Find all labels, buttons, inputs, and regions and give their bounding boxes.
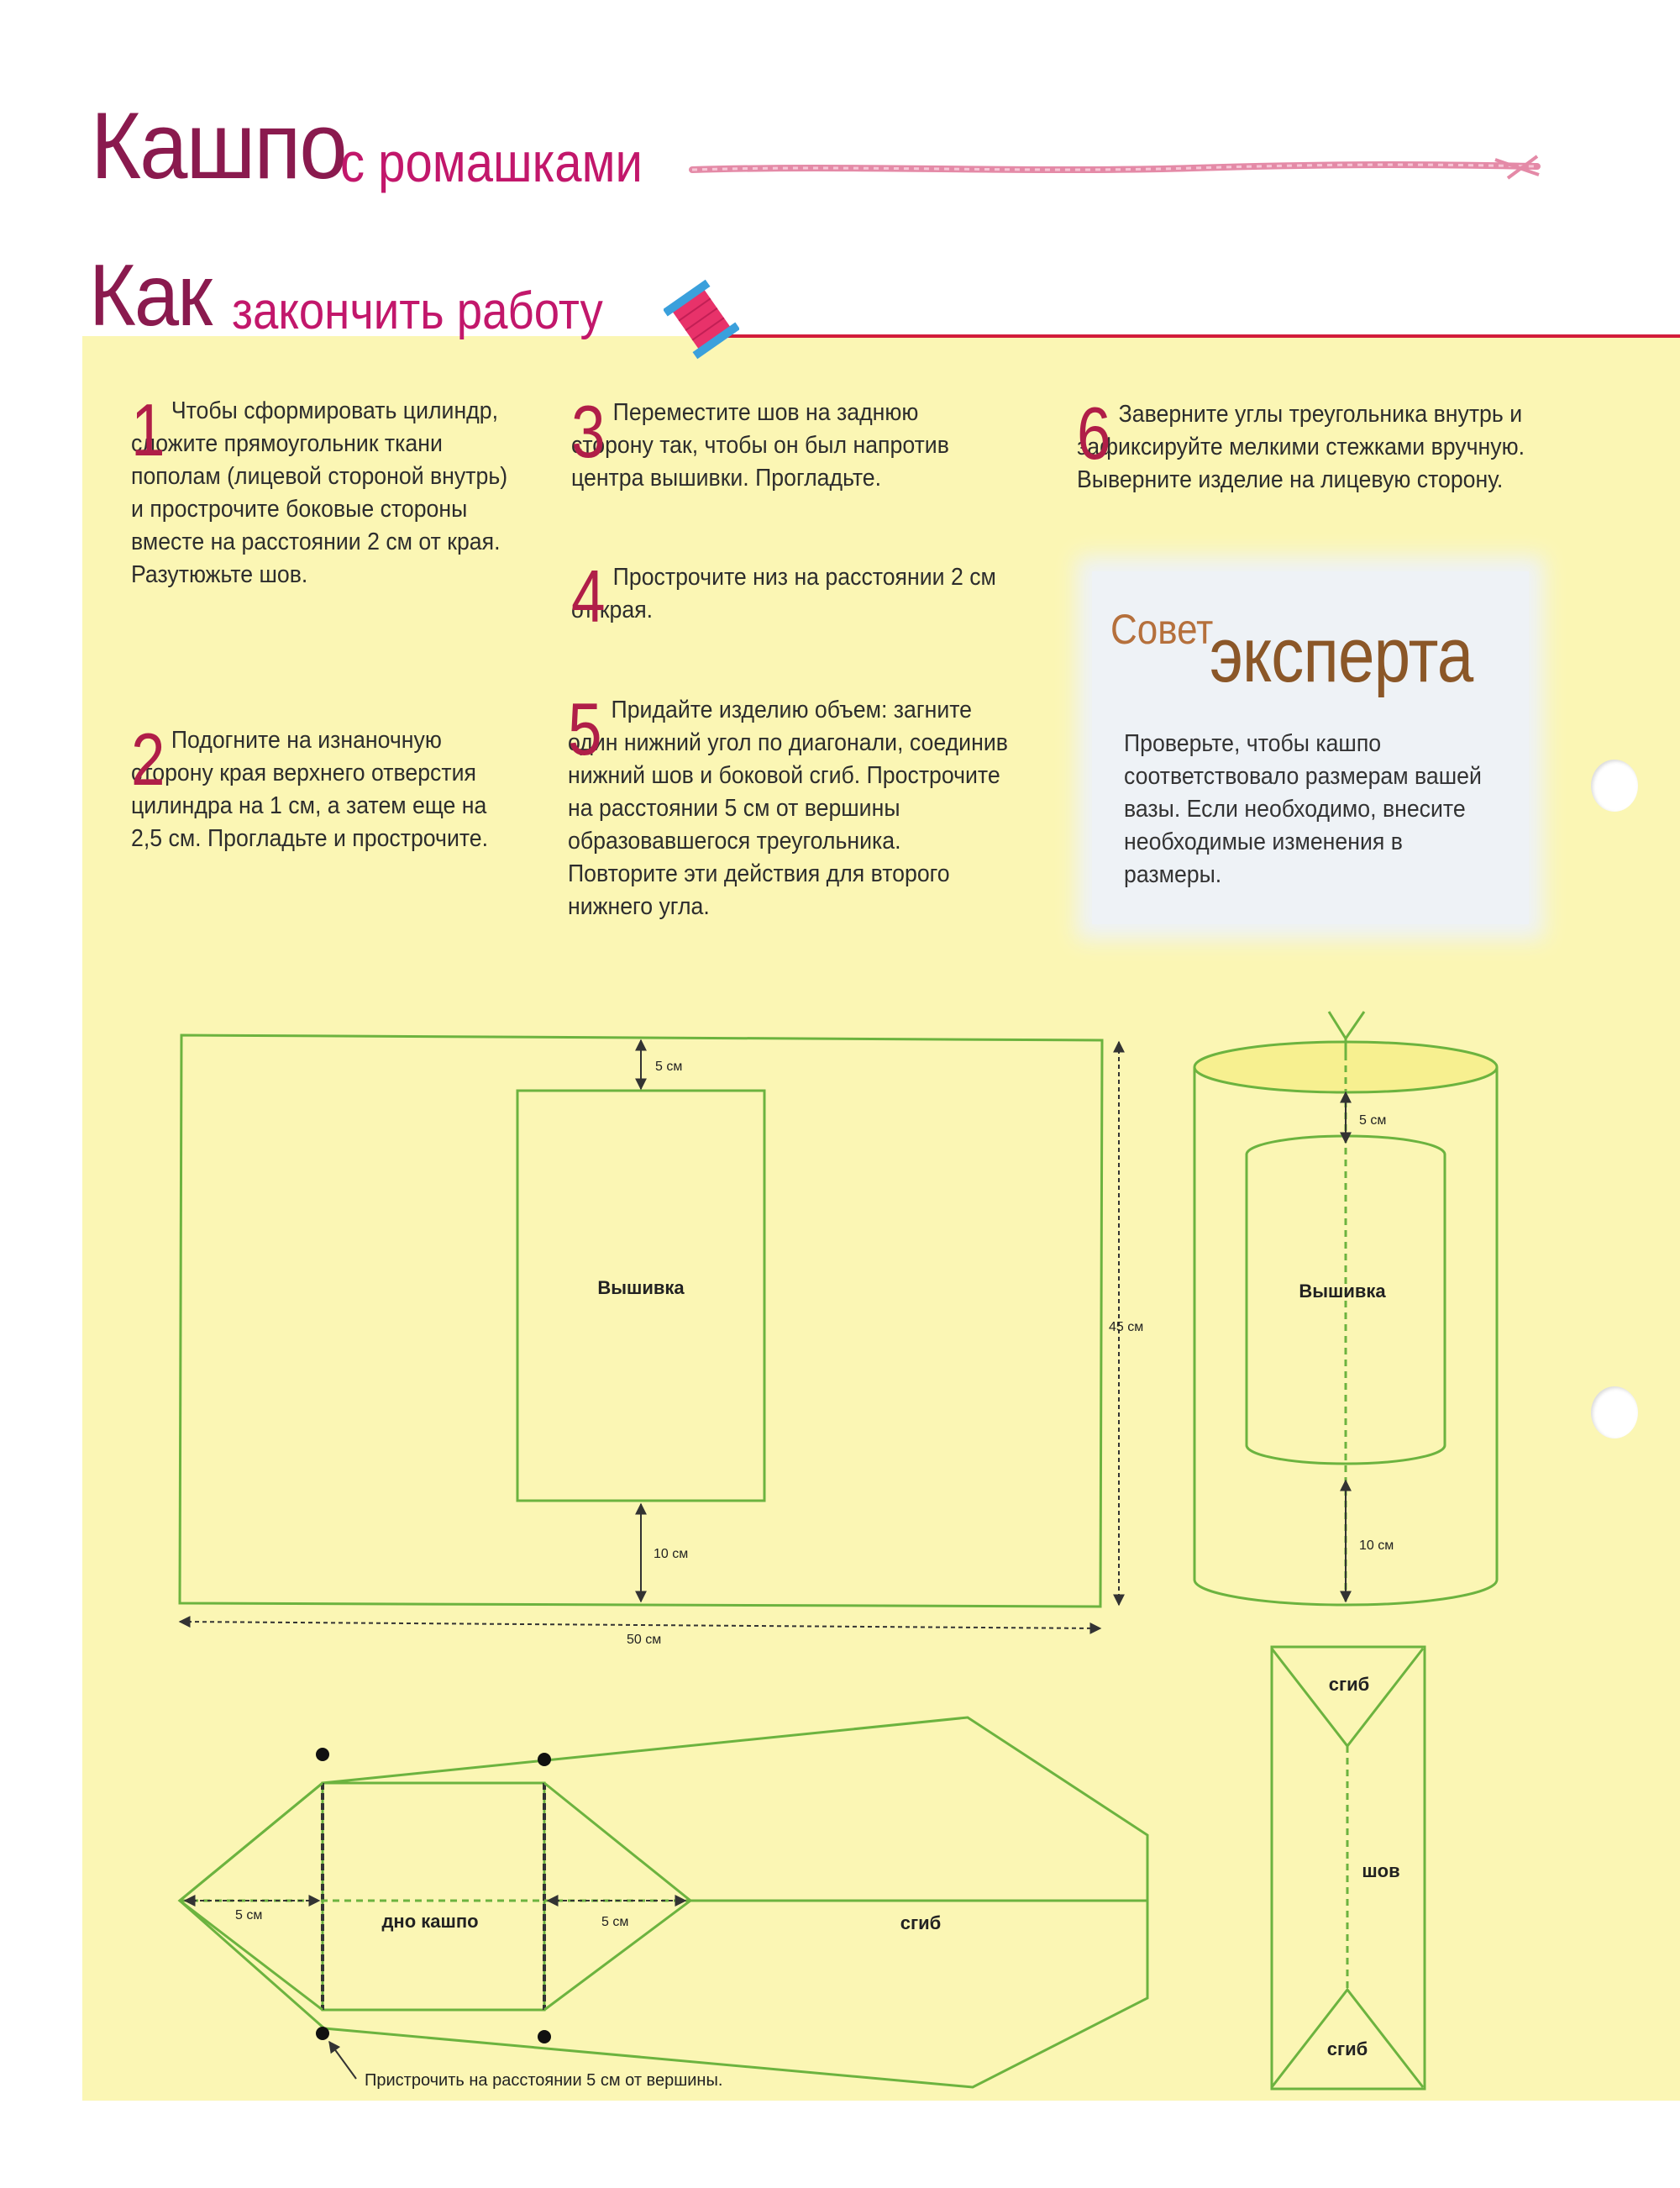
binder-hole-top xyxy=(1591,760,1638,812)
base-note: Пристрочить на расстоянии 5 см от вершин… xyxy=(365,2071,722,2090)
step-number: 4 xyxy=(571,555,606,638)
base-left-distance-label: 5 см xyxy=(235,1908,262,1922)
step-text: Придайте изделию объем: загните один ниж… xyxy=(568,697,1008,920)
step-number: 5 xyxy=(568,687,602,771)
step-text: Чтобы сформировать цилиндр, сложите прям… xyxy=(131,397,508,588)
thread-spool-icon xyxy=(664,279,739,360)
step-6: 6 Заверните углы треугольника внутрь и з… xyxy=(1077,392,1533,497)
step-number: 1 xyxy=(131,388,165,471)
flat-embroidery-label: Вышивка xyxy=(597,1277,685,1298)
tip-title-large: эксперта xyxy=(1210,613,1473,698)
step-3: 3 Переместите шов на заднюю сторону так,… xyxy=(571,390,1004,495)
base-fold-label: сгиб xyxy=(900,1912,942,1933)
base-bottom-label: дно кашпо xyxy=(381,1911,478,1932)
section-subtitle: закончить работу xyxy=(232,282,603,340)
header-rule xyxy=(706,334,1680,338)
step-number: 2 xyxy=(131,718,165,801)
base-right-distance-label: 5 см xyxy=(601,1915,628,1929)
tip-title-small: Совет xyxy=(1110,606,1214,653)
expert-tip-box xyxy=(1092,571,1529,924)
step-text: Подогните на изнаночную сторону края вер… xyxy=(131,727,489,852)
cylinder-top-margin-label: 5 см xyxy=(1359,1113,1386,1128)
cylinder-diagram: Вышивка 5 см 10 см xyxy=(1193,1011,1499,1607)
section-title: Как xyxy=(89,247,213,345)
binder-hole-bottom xyxy=(1591,1386,1638,1439)
flat-top-margin-label: 5 см xyxy=(655,1060,682,1074)
page-title: Кашпо xyxy=(91,93,348,198)
step-text: Переместите шов на заднюю сторону так, ч… xyxy=(571,399,949,492)
step-5: 5 Придайте изделию объем: загните один н… xyxy=(568,687,1013,923)
pink-yarn-decoration xyxy=(689,155,1541,180)
flat-width-label: 50 см xyxy=(627,1633,661,1647)
flat-height-label: 45 см xyxy=(1109,1320,1143,1334)
base-diagram: 5 см дно кашпо 5 см сгиб Пристрочить на … xyxy=(177,1716,1149,2090)
tip-text: Проверьте, чтобы кашпо соответствовало р… xyxy=(1124,730,1482,888)
cylinder-bottom-margin-label: 10 см xyxy=(1359,1538,1394,1553)
step-text: Прострочите низ на расстоянии 2 см от кр… xyxy=(571,564,996,623)
side-seam-label: шов xyxy=(1362,1860,1399,1881)
step-text: Заверните углы треугольника внутрь и заф… xyxy=(1077,401,1525,493)
page-subtitle: с ромашками xyxy=(340,131,643,193)
cylinder-embroidery-label: Вышивка xyxy=(1299,1281,1386,1302)
step-number: 3 xyxy=(571,390,606,473)
step-1: 1 Чтобы сформировать цилиндр, сложите пр… xyxy=(131,388,517,592)
side-bottom-fold-label: сгиб xyxy=(1327,2038,1368,2059)
flat-fabric-diagram: Вышивка 5 см 10 см 45 см 50 см xyxy=(178,1034,1143,1647)
step-2: 2 Подогните на изнаночную сторону края в… xyxy=(131,718,502,855)
side-top-fold-label: сгиб xyxy=(1329,1674,1370,1695)
side-fold-diagram: сгиб шов сгиб xyxy=(1270,1645,1426,2091)
flat-bottom-margin-label: 10 см xyxy=(654,1547,688,1561)
step-4: 4 Прострочите низ на расстоянии 2 см от … xyxy=(571,560,1004,634)
step-number: 6 xyxy=(1077,392,1111,475)
